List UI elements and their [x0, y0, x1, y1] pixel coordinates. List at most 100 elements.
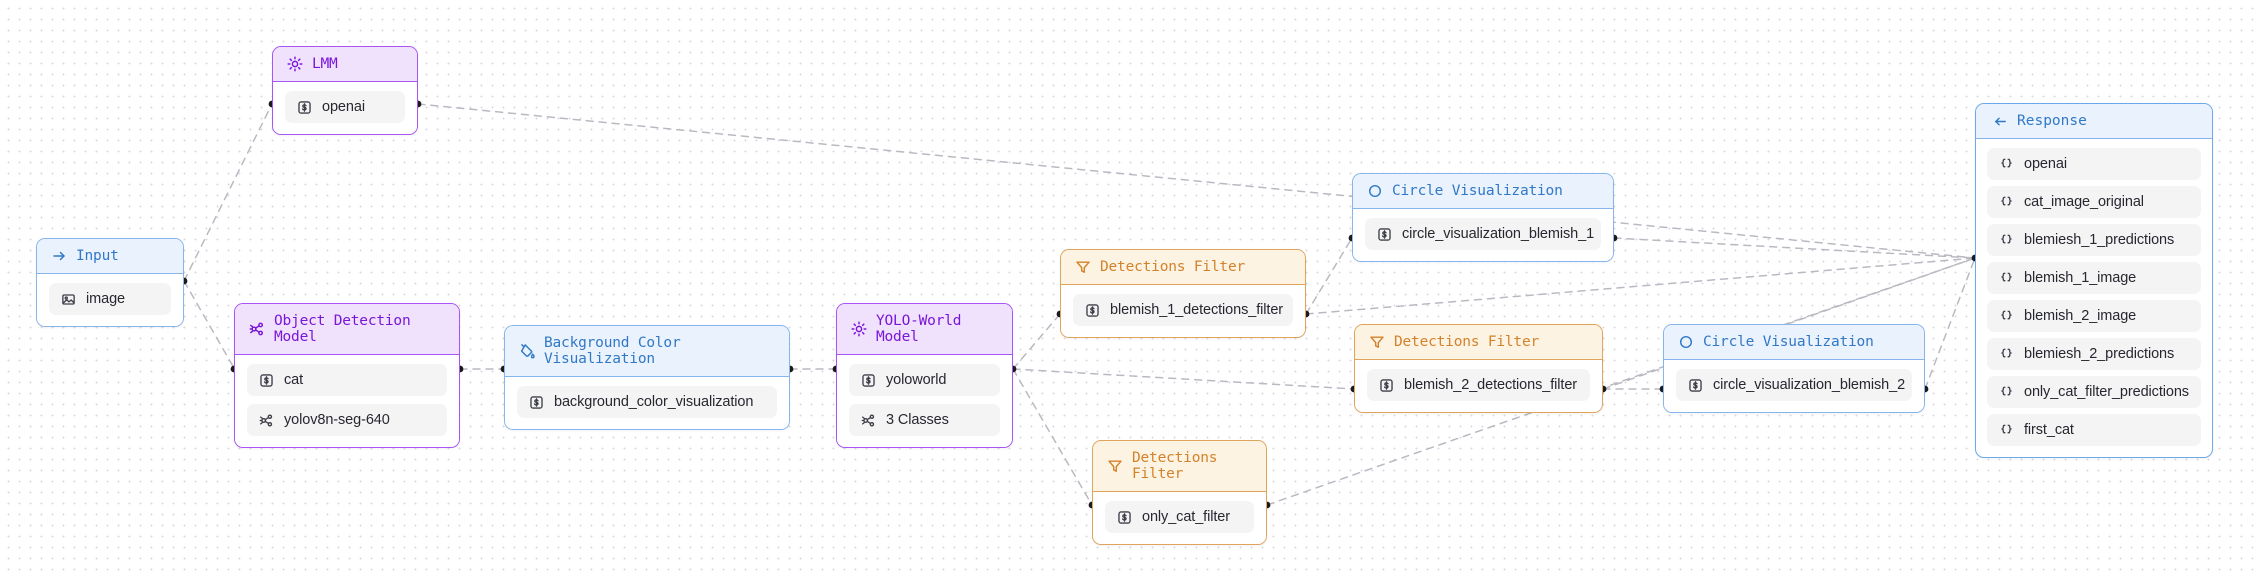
node-title: Detections Filter: [1132, 450, 1218, 482]
node-title: Object Detection Model: [274, 313, 411, 345]
response-panel-title: Response: [2017, 113, 2087, 129]
node-header-object-detection-model[interactable]: Object Detection Model: [235, 304, 459, 355]
node-title: LMM: [312, 56, 338, 72]
node-chip-label: circle_visualization_blemish_2: [1713, 377, 1906, 393]
dollar-box-icon: [529, 395, 544, 410]
node-body-lmm: openai: [273, 82, 417, 134]
edge-circle1-to-response: [1613, 237, 1976, 259]
node-lmm[interactable]: LMM openai: [272, 46, 418, 135]
response-item-label: blemiesh_2_predictions: [2024, 346, 2175, 362]
edge-input-to-lmm: [183, 103, 273, 282]
node-chip[interactable]: circle_visualization_blemish_2: [1676, 369, 1912, 401]
response-item[interactable]: blemish_2_image: [1987, 300, 2201, 332]
node-chip-label: blemish_2_detections_filter: [1404, 377, 1578, 393]
node-chip[interactable]: circle_visualization_blemish_1: [1365, 218, 1601, 250]
node-chip[interactable]: yoloworld: [849, 364, 1000, 396]
node-input[interactable]: Input image: [36, 238, 184, 327]
dollar-box-icon: [1117, 510, 1132, 525]
node-circle-visualization-blemish-2[interactable]: Circle Visualization circle_visualization…: [1663, 324, 1925, 413]
node-chip-label: only_cat_filter: [1142, 509, 1230, 525]
braces-icon: [1999, 385, 2014, 400]
response-item-label: blemish_1_image: [2024, 270, 2137, 286]
braces-icon: [1999, 233, 2014, 248]
response-item-label: blemish_2_image: [2024, 308, 2137, 324]
response-item-label: openai: [2024, 156, 2067, 172]
response-item[interactable]: blemiesh_1_predictions: [1987, 224, 2201, 256]
response-item[interactable]: openai: [1987, 148, 2201, 180]
node-chip[interactable]: yolov8n-seg-640: [247, 404, 447, 436]
node-circle-visualization-blemish-1[interactable]: Circle Visualization circle_visualization…: [1352, 173, 1614, 262]
node-chip[interactable]: blemish_1_detections_filter: [1073, 294, 1293, 326]
braces-icon: [1999, 195, 2014, 210]
node-chip[interactable]: cat: [247, 364, 447, 396]
node-title: Detections Filter: [1100, 259, 1246, 275]
dollar-box-icon: [1085, 303, 1100, 318]
node-object-detection-model[interactable]: Object Detection Model cat yolov8n-seg-640: [234, 303, 460, 448]
node-detections-filter-blemish-2[interactable]: Detections Filter blemish_2_detections_fi…: [1354, 324, 1603, 413]
node-chip[interactable]: 3 Classes: [849, 404, 1000, 436]
node-chip-label: yoloworld: [886, 372, 947, 388]
node-chip-label: circle_visualization_blemish_1: [1402, 226, 1595, 242]
node-chip[interactable]: background_color_visualization: [517, 386, 777, 418]
dollar-box-icon: [1688, 378, 1703, 393]
node-body-background-color-visualization: background_color_visualization: [505, 377, 789, 429]
braces-icon: [1999, 309, 2014, 324]
node-detections-filter-blemish-1[interactable]: Detections Filter blemish_1_detections_fi…: [1060, 249, 1306, 338]
node-header-yolo-world-model[interactable]: YOLO-World Model: [837, 304, 1012, 355]
gear-icon: [851, 321, 867, 337]
response-panel-header[interactable]: Response: [1976, 104, 2212, 139]
node-body-yolo-world-model: yoloworld 3 Classes: [837, 355, 1012, 447]
node-chip[interactable]: openai: [285, 91, 405, 123]
node-header-detections-filter-blemish-1[interactable]: Detections Filter: [1061, 250, 1305, 285]
response-item-label: cat_image_original: [2024, 194, 2144, 210]
node-chip-label: 3 Classes: [886, 412, 949, 428]
node-header-background-color-visualization[interactable]: Background Color Visualization: [505, 326, 789, 377]
dollar-box-icon: [861, 373, 876, 388]
edge-lmm-to-response: [417, 103, 1976, 259]
dollar-box-icon: [1377, 227, 1392, 242]
node-background-color-visualization[interactable]: Background Color Visualization background…: [504, 325, 790, 430]
arrow-left-icon: [1992, 113, 2008, 129]
node-chip[interactable]: only_cat_filter: [1105, 501, 1254, 533]
response-item-label: blemiesh_1_predictions: [2024, 232, 2175, 248]
node-title: Background Color Visualization: [544, 335, 681, 367]
node-header-lmm[interactable]: LMM: [273, 47, 417, 82]
response-item[interactable]: cat_image_original: [1987, 186, 2201, 218]
node-title: YOLO-World Model: [876, 313, 962, 345]
edge-filter1-to-circle1: [1305, 237, 1353, 315]
response-item[interactable]: first_cat: [1987, 414, 2201, 446]
node-header-detections-filter-blemish-2[interactable]: Detections Filter: [1355, 325, 1602, 360]
node-header-circle-visualization-blemish-2[interactable]: Circle Visualization: [1664, 325, 1924, 360]
edge-input-to-object-detection: [183, 280, 235, 369]
image-icon: [61, 292, 76, 307]
node-chip-label: image: [86, 291, 125, 307]
edge-yolo-to-filter2: [1012, 368, 1355, 390]
node-title: Circle Visualization: [1703, 334, 1874, 350]
node-body-circle-visualization-blemish-1: circle_visualization_blemish_1: [1353, 209, 1613, 261]
node-yolo-world-model[interactable]: YOLO-World Model yoloworld 3 Classes: [836, 303, 1013, 448]
model-graph-icon: [249, 321, 265, 337]
filter-funnel-icon: [1369, 334, 1385, 350]
filter-funnel-icon: [1075, 259, 1091, 275]
node-title: Circle Visualization: [1392, 183, 1563, 199]
braces-icon: [1999, 423, 2014, 438]
response-item[interactable]: only_cat_filter_predictions: [1987, 376, 2201, 408]
circle-outline-icon: [1367, 183, 1383, 199]
dollar-box-icon: [297, 100, 312, 115]
circle-outline-icon: [1678, 334, 1694, 350]
node-chip[interactable]: blemish_2_detections_filter: [1367, 369, 1590, 401]
node-header-circle-visualization-blemish-1[interactable]: Circle Visualization: [1353, 174, 1613, 209]
response-item[interactable]: blemiesh_2_predictions: [1987, 338, 2201, 370]
response-item-label: only_cat_filter_predictions: [2024, 384, 2189, 400]
paint-bucket-icon: [519, 343, 535, 359]
node-header-input[interactable]: Input: [37, 239, 183, 274]
response-item-label: first_cat: [2024, 422, 2074, 438]
node-detections-filter-only-cat[interactable]: Detections Filter only_cat_filter: [1092, 440, 1267, 545]
node-header-detections-filter-only-cat[interactable]: Detections Filter: [1093, 441, 1266, 492]
node-chip[interactable]: image: [49, 283, 171, 315]
response-item[interactable]: blemish_1_image: [1987, 262, 2201, 294]
node-chip-label: yolov8n-seg-640: [284, 412, 390, 428]
edge-filter1-to-response: [1305, 257, 1976, 315]
